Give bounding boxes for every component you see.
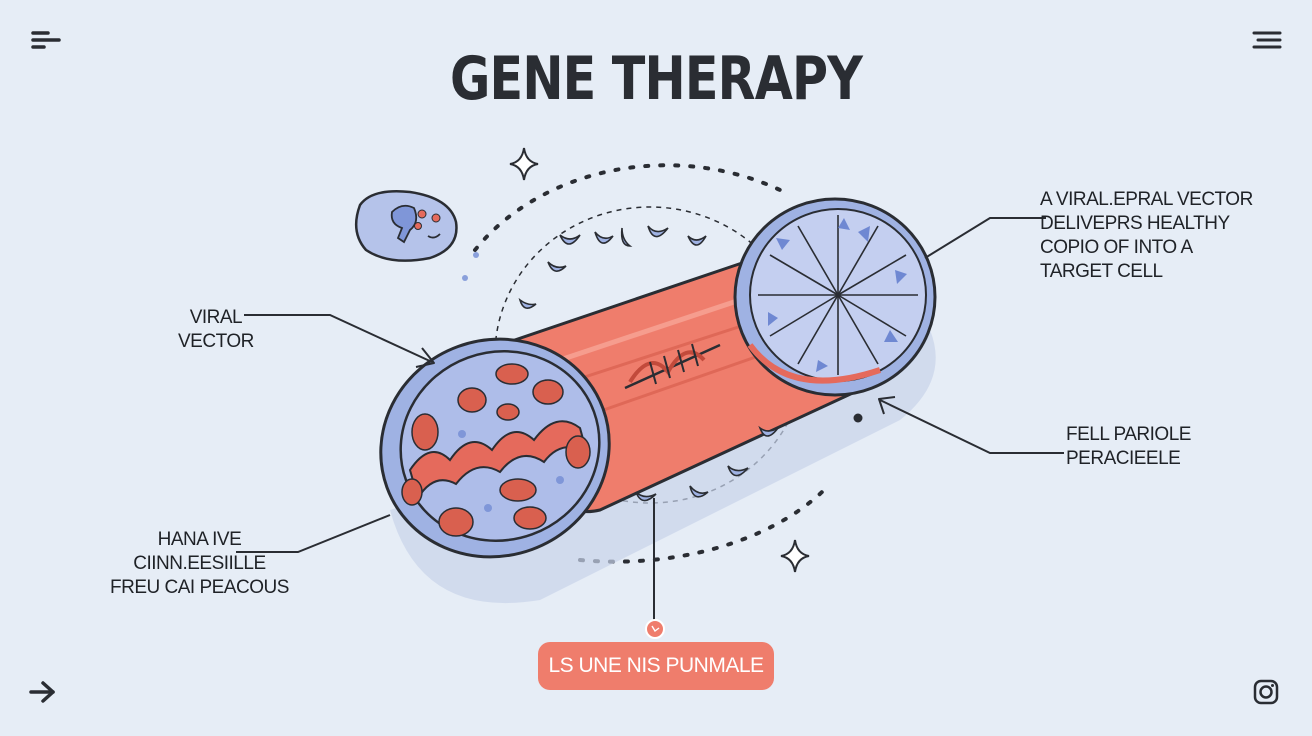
arrow-right-icon[interactable] [28,678,58,706]
cta-button[interactable]: LS UNE NIS PUNMALE [538,642,774,690]
vector-capsule-left [379,337,611,559]
sparkle-bottom [780,539,810,573]
label-fell-particle: FELL PARIOLE PERACIEELE [1066,424,1191,469]
leader-description [924,217,1046,259]
leader-viral-vector [244,314,433,363]
floating-cell [354,190,479,281]
label-bottom-left: HANA IVE CIINN.EESIILLE FREU CAI PEACOUS [110,529,289,598]
page-title: GENE THERAPY [449,44,863,114]
label-description: A VIRAL.EPRAL VECTOR DELIVEPRS HEALTHY C… [1040,189,1253,282]
outer-dashed-orbit [473,163,782,252]
hamburger-icon[interactable] [1250,28,1284,52]
target-cell-disc [733,197,937,397]
label-viral-vector: VIRAL VECTOR [178,307,254,352]
dna-strand [624,343,721,390]
outer-dashed-orbit-lower [578,490,824,564]
cta-marker [645,619,665,639]
instagram-icon[interactable] [1252,678,1280,706]
sparkle-top [509,147,539,181]
menu-icon[interactable] [30,28,62,52]
leader-bottom-left [236,514,391,553]
viral-particles [518,225,779,502]
leader-fell-particle [879,399,1064,454]
